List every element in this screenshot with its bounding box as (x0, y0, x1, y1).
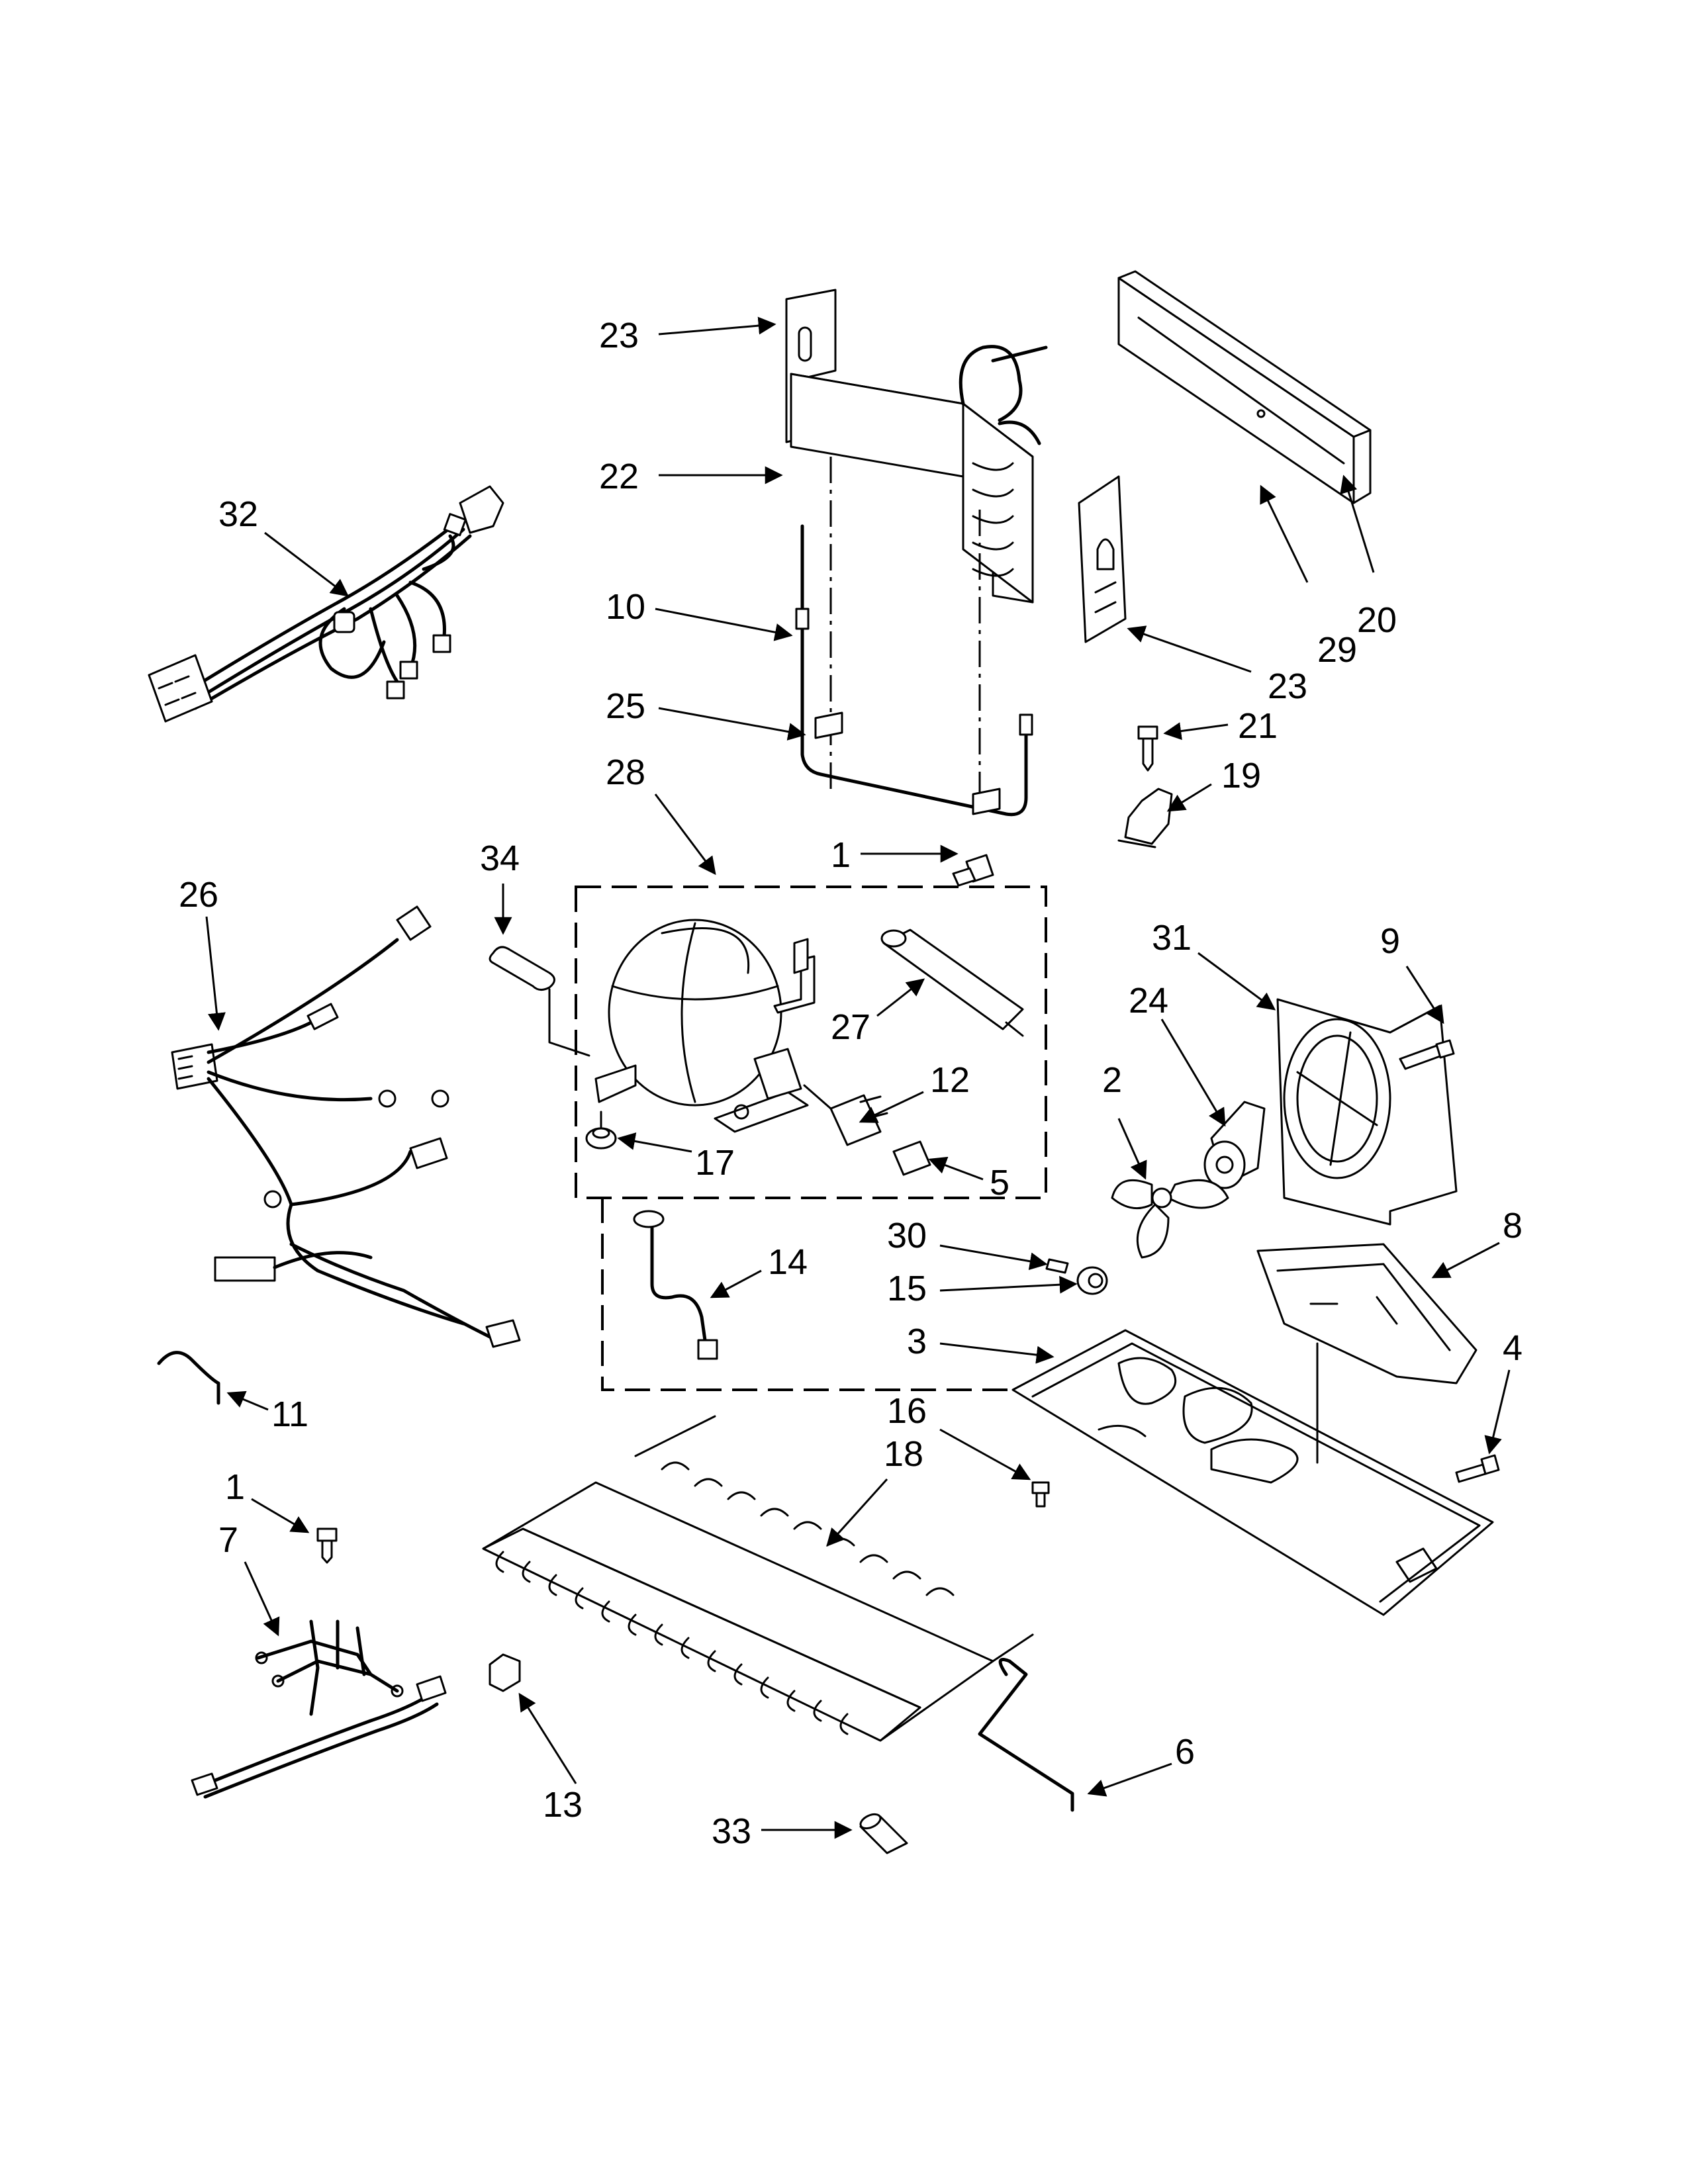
overload-5 (892, 1140, 931, 1176)
strap-34 (489, 946, 590, 1057)
callout-27: 27 (831, 1007, 870, 1047)
drain-tube-14 (633, 1210, 718, 1360)
compressor-group-box (575, 886, 1047, 1199)
sleeve-33 (859, 1813, 908, 1854)
wire-harness-32 (148, 485, 504, 723)
callout-33: 33 (712, 1811, 751, 1851)
callout-2: 2 (1102, 1060, 1122, 1100)
callout-34: 34 (480, 839, 520, 878)
callout-7: 7 (218, 1520, 238, 1560)
callout-13: 13 (543, 1785, 583, 1825)
callout-19: 19 (1221, 756, 1261, 796)
grommet-17 (585, 1111, 617, 1150)
callout-9: 9 (1380, 921, 1400, 961)
callout-28: 28 (606, 752, 645, 792)
screw-16 (1031, 1481, 1050, 1508)
pin-30 (1045, 1258, 1069, 1274)
callout-1b: 1 (225, 1467, 245, 1507)
callout-3: 3 (907, 1322, 927, 1361)
compressor-group-leader (601, 1198, 1066, 1391)
wire-harness-26 (171, 905, 521, 1348)
condenser-bracket (1256, 1243, 1477, 1385)
callout-6: 6 (1175, 1732, 1195, 1772)
callout-29: 29 (1317, 630, 1357, 670)
base-plate (1011, 1329, 1494, 1616)
filter-drier (880, 929, 1024, 1037)
fan-blade (1111, 1179, 1229, 1259)
callout-25: 25 (606, 686, 645, 726)
wire-harness-7 (191, 1619, 447, 1799)
fan-motor (1203, 1101, 1266, 1189)
callout-32: 32 (218, 494, 258, 534)
wire-11 (157, 1351, 220, 1405)
leader-arrows (205, 316, 1511, 1839)
callout-23a: 23 (599, 316, 639, 355)
callout-16: 16 (887, 1391, 927, 1431)
callout-labels: 23 22 32 10 25 28 34 1 26 20 29 23 21 19… (179, 316, 1523, 1851)
screw-1-bottom (316, 1527, 338, 1564)
wire-6 (978, 1658, 1074, 1812)
callout-11: 11 (271, 1394, 308, 1434)
clip-19 (1117, 788, 1173, 848)
callout-23b: 23 (1268, 666, 1307, 706)
fan-shroud (1276, 998, 1458, 1226)
evaporator (790, 345, 1048, 604)
clip-13 (489, 1653, 521, 1692)
evaporator-cover (1117, 270, 1372, 504)
callout-26: 26 (179, 875, 218, 915)
callout-24: 24 (1129, 981, 1168, 1021)
callout-30: 30 (887, 1216, 927, 1255)
callout-15: 15 (887, 1269, 927, 1308)
callout-18: 18 (884, 1434, 923, 1474)
callout-17: 17 (695, 1143, 735, 1183)
callout-1a: 1 (831, 835, 851, 875)
screw-4 (1455, 1454, 1500, 1483)
callout-22: 22 (599, 457, 639, 496)
callout-5: 5 (990, 1163, 1009, 1203)
screw-9 (1399, 1039, 1455, 1070)
grommet-15 (1076, 1266, 1108, 1295)
callout-21: 21 (1238, 706, 1278, 746)
screw-21 (1137, 725, 1158, 772)
callout-8: 8 (1503, 1206, 1523, 1246)
callout-4: 4 (1503, 1328, 1523, 1368)
screw-1-top (952, 854, 994, 887)
callout-10: 10 (606, 587, 645, 627)
condenser (482, 1415, 1034, 1742)
callout-14: 14 (768, 1242, 808, 1282)
defrost-heater (795, 524, 1033, 817)
callout-20: 20 (1357, 600, 1397, 640)
callout-31: 31 (1152, 918, 1192, 958)
compressor (594, 919, 816, 1133)
evaporator-bracket-right (1078, 475, 1127, 643)
callout-12: 12 (930, 1060, 970, 1100)
